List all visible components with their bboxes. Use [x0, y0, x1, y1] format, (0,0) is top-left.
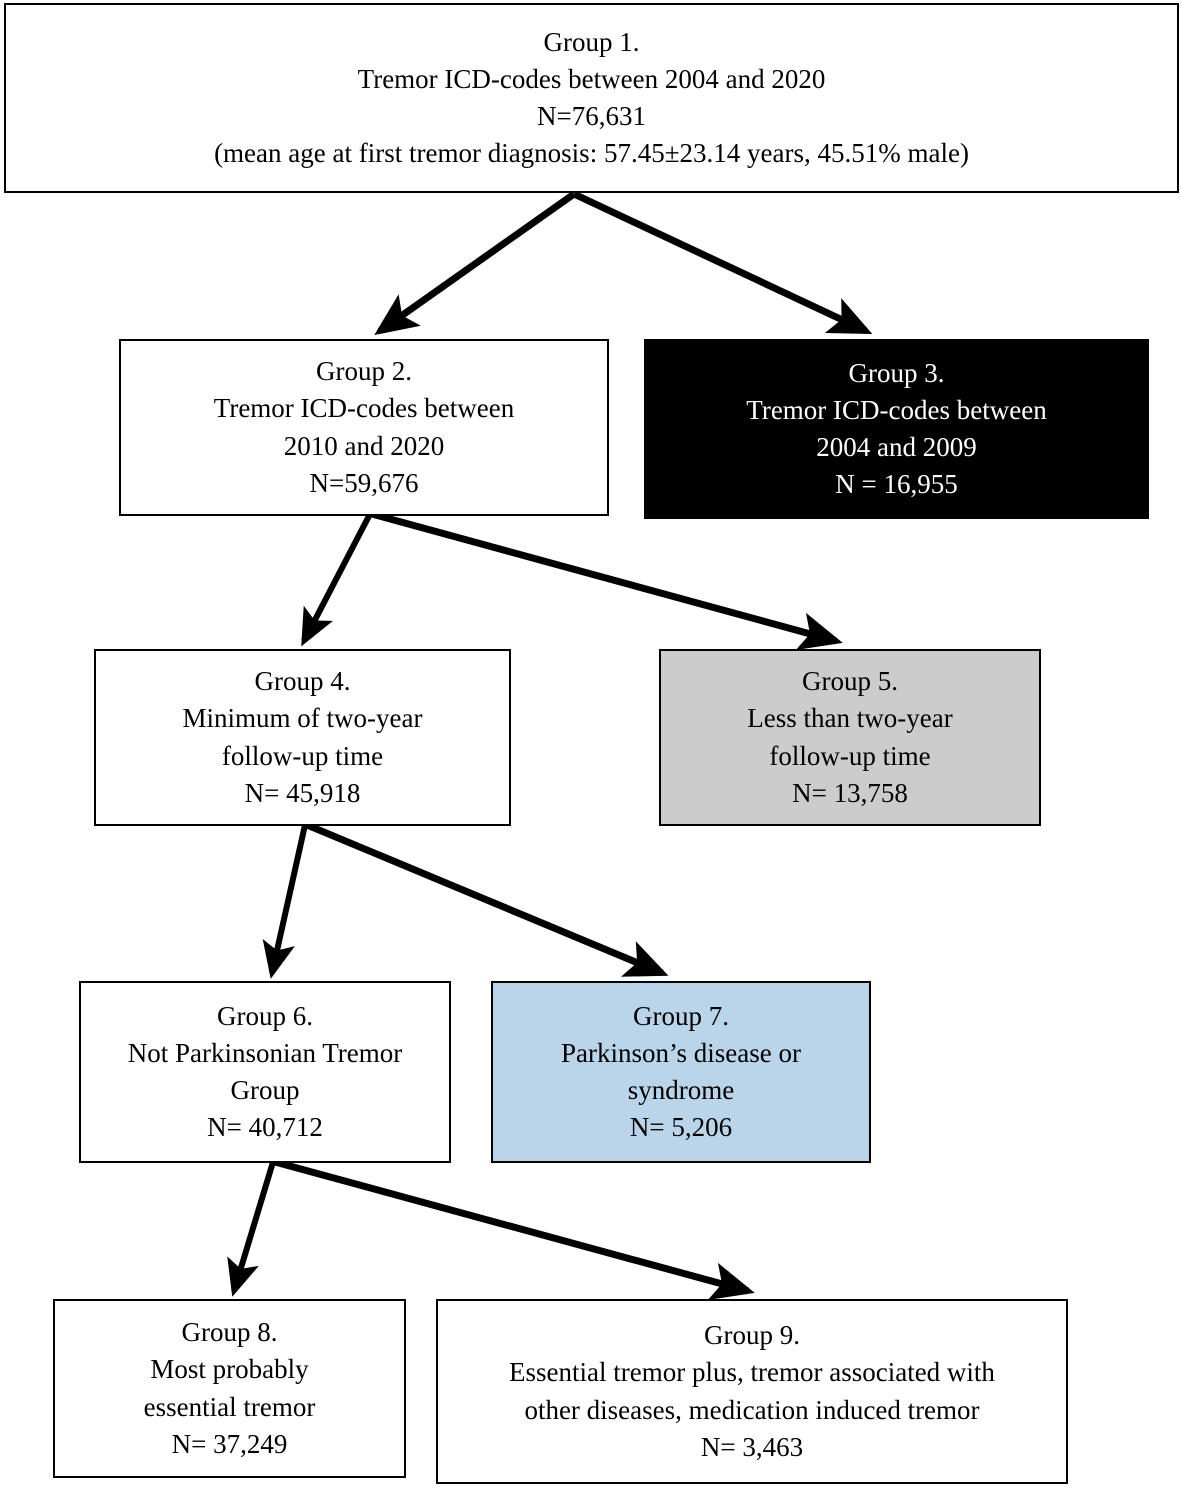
edge-g2-g4 [301, 512, 373, 647]
node-group-2-line-3: 2010 and 2020 [283, 430, 445, 461]
node-group-1-line-3: N=76,631 [537, 101, 646, 131]
node-group-8-line-3: essential tremor [143, 1391, 316, 1422]
node-group-4[interactable]: Group 4. Minimum of two-year follow-up t… [94, 649, 511, 826]
edge-g4-g6 [262, 824, 308, 979]
node-group-1-line-1: Group 1. [543, 26, 640, 57]
edge-g6-g8 [227, 1161, 276, 1297]
node-group-8-line-1: Group 8. [181, 1317, 278, 1347]
node-group-7-line-4: N= 5,206 [629, 1112, 733, 1143]
node-group-4-line-2: Minimum of two-year [182, 703, 423, 734]
node-group-9-line-2: Essential tremor plus, tremor associated… [509, 1357, 995, 1388]
edge-g4-g7 [305, 821, 669, 977]
edge-g6-g9 [274, 1158, 755, 1300]
node-group-5-line-2: Less than two-year [747, 703, 953, 734]
node-group-7[interactable]: Group 7. Parkinson’s disease or syndrome… [491, 981, 871, 1163]
node-group-5-line-1: Group 5. [802, 666, 898, 696]
node-group-6-line-1: Group 6. [217, 1000, 313, 1031]
node-group-1-line-4: (mean age at first tremor diagnosis: 57.… [214, 138, 969, 169]
node-group-7-line-3: syndrome [627, 1075, 735, 1105]
node-group-9-line-1: Group 9. [704, 1320, 800, 1350]
node-group-6[interactable]: Group 6. Not Parkinsonian Tremor Group N… [79, 981, 451, 1163]
node-group-4-line-1: Group 4. [254, 666, 351, 696]
node-group-5-line-4: N= 13,758 [792, 777, 908, 808]
node-group-6-line-4: N= 40,712 [207, 1112, 323, 1143]
node-group-9-line-3: other diseases, medication induced tremo… [524, 1394, 980, 1425]
node-group-2-line-1: Group 2. [316, 356, 412, 386]
node-group-8-line-4: N= 37,249 [171, 1428, 288, 1459]
node-group-9-line-4: N= 3,463 [700, 1431, 804, 1462]
node-group-2-line-4: N=59,676 [309, 467, 419, 498]
node-group-2-line-2: Tremor ICD-codes between [213, 393, 515, 424]
node-group-3-line-2: Tremor ICD-codes between [746, 394, 1047, 425]
edge-g2-g5 [371, 510, 843, 650]
node-group-6-line-2: Not Parkinsonian Tremor [127, 1037, 403, 1068]
node-group-3[interactable]: Group 3. Tremor ICD-codes between 2004 a… [644, 339, 1149, 519]
node-group-4-line-4: N= 45,918 [244, 777, 361, 808]
node-group-8-line-2: Most probably [150, 1354, 309, 1385]
node-group-1-line-2: Tremor ICD-codes between 2004 and 2020 [357, 63, 826, 94]
node-group-7-line-1: Group 7. [633, 1000, 729, 1031]
node-group-3-line-4: N = 16,955 [835, 469, 958, 500]
node-group-7-line-2: Parkinson’s disease or [561, 1037, 801, 1068]
node-group-1[interactable]: Group 1. Tremor ICD-codes between 2004 a… [4, 3, 1179, 193]
node-group-8[interactable]: Group 8. Most probably essential tremor … [53, 1299, 406, 1478]
node-group-5[interactable]: Group 5. Less than two-year follow-up ti… [659, 649, 1041, 826]
edge-g1-g2 [374, 191, 577, 336]
node-group-3-line-3: 2004 and 2009 [816, 432, 977, 462]
node-group-5-line-3: follow-up time [769, 740, 931, 771]
node-group-9[interactable]: Group 9. Essential tremor plus, tremor a… [436, 1299, 1068, 1484]
node-group-3-line-1: Group 3. [848, 357, 945, 388]
node-group-4-line-3: follow-up time [221, 740, 384, 771]
node-group-2[interactable]: Group 2. Tremor ICD-codes between 2010 a… [119, 339, 609, 516]
node-group-6-line-3: Group [230, 1075, 300, 1105]
edge-g1-g3 [572, 190, 873, 335]
